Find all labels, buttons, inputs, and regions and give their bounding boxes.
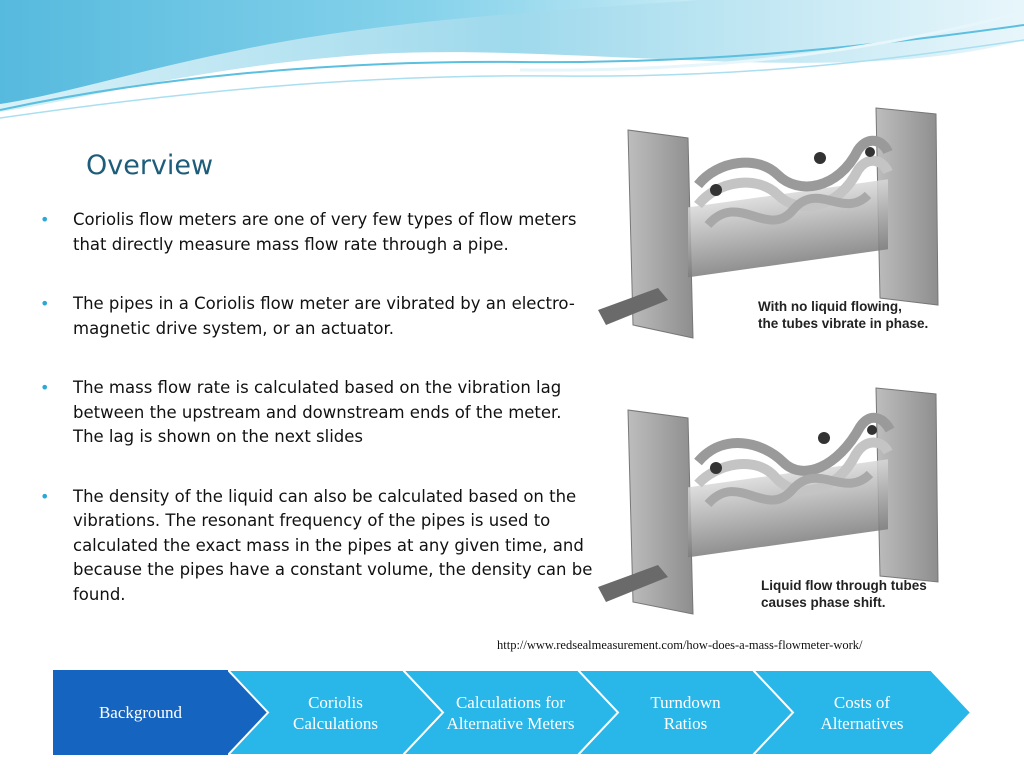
nav-step-label: Coriolis Calculations xyxy=(293,692,378,733)
figure-caption: Liquid flow through tubes causes phase s… xyxy=(761,577,927,611)
flowmeter-figure-no-flow: With no liquid flowing, the tubes vibrat… xyxy=(598,100,954,353)
bullet-text: The pipes in a Coriolis flow meter are v… xyxy=(73,294,575,338)
bullet-icon: • xyxy=(40,486,50,506)
nav-step-background[interactable]: Background xyxy=(53,670,268,755)
bullet-item: • Coriolis flow meters are one of very fe… xyxy=(40,208,595,257)
header-wave-decoration xyxy=(0,0,1024,119)
coriolis-meter-illustration xyxy=(598,387,939,615)
nav-step-turndown-ratios[interactable]: Turndown Ratios xyxy=(578,670,793,755)
slide-title: Overview xyxy=(86,150,214,181)
bullet-text: The mass flow rate is calculated based o… xyxy=(73,378,562,446)
nav-step-alternative-meters[interactable]: Calculations for Alternative Meters xyxy=(403,670,618,755)
bullet-list: • Coriolis flow meters are one of very fe… xyxy=(40,208,595,642)
chevron-shape xyxy=(228,670,443,755)
bullet-item: • The density of the liquid can also be c… xyxy=(40,485,595,608)
bullet-text: The density of the liquid can also be ca… xyxy=(73,486,593,604)
nav-step-label: Turndown Ratios xyxy=(650,692,721,733)
flowmeter-figure-phase-shift: Liquid flow through tubes causes phase s… xyxy=(598,382,954,630)
chevron-shape xyxy=(53,670,268,755)
figure-caption: With no liquid flowing, the tubes vibrat… xyxy=(758,298,928,332)
bullet-item: • The pipes in a Coriolis flow meter are … xyxy=(40,292,595,341)
nav-step-costs-of-alternatives[interactable]: Costs of Alternatives xyxy=(753,670,971,755)
bullet-item: • The mass flow rate is calculated based … xyxy=(40,376,595,450)
nav-step-coriolis-calculations[interactable]: Coriolis Calculations xyxy=(228,670,443,755)
nav-step-label: Background xyxy=(98,703,183,722)
bullet-icon: • xyxy=(40,294,50,313)
caption-line: With no liquid flowing, xyxy=(758,299,902,314)
bullet-icon: • xyxy=(40,378,50,397)
nav-step-label: Calculations for Alternative Meters xyxy=(446,692,575,733)
caption-line: the tubes vibrate in phase. xyxy=(758,316,929,331)
chevron-shape xyxy=(578,670,793,755)
section-nav: Background Coriolis Calculations Calcula… xyxy=(53,670,973,755)
caption-line: Liquid flow through tubes xyxy=(761,578,927,593)
chevron-shape xyxy=(753,670,971,755)
coriolis-meter-illustration xyxy=(598,107,939,339)
nav-step-label: Costs of Alternatives xyxy=(820,692,904,733)
bullet-text: Coriolis flow meters are one of very few… xyxy=(73,210,577,254)
caption-line: causes phase shift. xyxy=(761,595,886,610)
bullet-icon: • xyxy=(40,210,50,229)
source-link[interactable]: http://www.redsealmeasurement.com/how-do… xyxy=(497,638,863,652)
chevron-shape xyxy=(403,670,618,755)
